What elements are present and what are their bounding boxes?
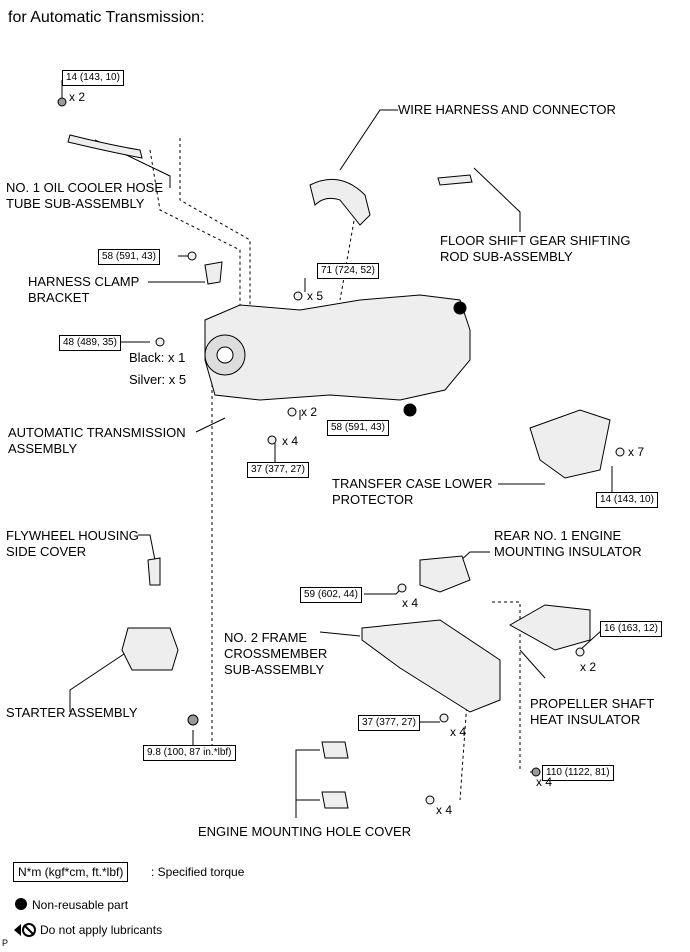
torque-spec: 58 (591, 43): [327, 420, 389, 436]
label-rear-mount-line1: REAR NO. 1 ENGINE: [494, 528, 622, 543]
torque-spec: 37 (377, 27): [358, 715, 420, 731]
legend-torque-desc: : Specified torque: [151, 865, 245, 879]
corner-mark: P: [2, 938, 9, 948]
torque-spec: 58 (591, 43): [98, 249, 160, 265]
label-harness-clamp-line2: BRACKET: [28, 290, 90, 305]
label-black-qty: Black: x 1: [129, 350, 186, 365]
torque-spec: 16 (163, 12): [600, 621, 662, 637]
label-harness-clamp-line1: HARNESS CLAMP: [28, 274, 140, 289]
quantity-label: x 5: [307, 289, 324, 303]
label-frame-cross-line3: SUB-ASSEMBLY: [224, 662, 325, 677]
label-auto-trans-line2: ASSEMBLY: [8, 441, 78, 456]
label-propeller-line2: HEAT INSULATOR: [530, 712, 641, 727]
page-title: for Automatic Transmission:: [8, 9, 205, 26]
torque-spec: 71 (724, 52): [317, 263, 379, 279]
label-starter: STARTER ASSEMBLY: [6, 705, 138, 720]
label-transfer-case-line2: PROTECTOR: [332, 492, 414, 507]
torque-spec: 14 (143, 10): [596, 492, 658, 508]
quantity-label: x 7: [628, 445, 645, 459]
torque-spec: 48 (489, 35): [59, 335, 121, 351]
legend-torque-unit: N*m (kgf*cm, ft.*lbf): [13, 862, 129, 882]
label-transfer-case-line1: TRANSFER CASE LOWER: [332, 476, 493, 491]
label-engine-hole-cover: ENGINE MOUNTING HOLE COVER: [198, 824, 412, 839]
label-propeller-line1: PROPELLER SHAFT: [530, 696, 655, 711]
label-flywheel-line2: SIDE COVER: [6, 544, 87, 559]
non-reusable-icon: [15, 898, 27, 910]
label-oil-cooler-line1: NO. 1 OIL COOLER HOSE: [6, 180, 164, 195]
label-rear-mount-line2: MOUNTING INSULATOR: [494, 544, 642, 559]
torque-spec: 14 (143, 10): [62, 70, 124, 86]
torque-spec: 9.8 (100, 87 in.*lbf): [143, 745, 236, 761]
quantity-label: x 2: [301, 405, 318, 419]
no-lubricant-icon: [14, 923, 36, 937]
legend-no-lubricant: Do not apply lubricants: [40, 923, 163, 937]
label-oil-cooler-line2: TUBE SUB-ASSEMBLY: [6, 196, 145, 211]
label-frame-cross-line1: NO. 2 FRAME: [224, 630, 308, 645]
quantity-label: x 4: [436, 803, 453, 817]
quantity-label: x 2: [69, 90, 86, 104]
label-flywheel-line1: FLYWHEEL HOUSING: [6, 528, 139, 543]
label-floor-shift-line1: FLOOR SHIFT GEAR SHIFTING: [440, 233, 631, 248]
quantity-label: x 2: [580, 660, 597, 674]
quantity-label: x 4: [402, 596, 419, 610]
torque-spec: 37 (377, 27): [247, 462, 309, 478]
label-silver-qty: Silver: x 5: [129, 372, 187, 387]
quantity-label: x 4: [450, 725, 467, 739]
quantity-label: x 4: [536, 775, 553, 789]
label-frame-cross-line2: CROSSMEMBER: [224, 646, 328, 661]
quantity-label: x 4: [282, 434, 299, 448]
legend-non-reusable: Non-reusable part: [32, 898, 129, 912]
label-floor-shift-line2: ROD SUB-ASSEMBLY: [440, 249, 573, 264]
torque-spec: 59 (602, 44): [300, 587, 362, 603]
label-wire-harness: WIRE HARNESS AND CONNECTOR: [398, 102, 616, 117]
torque-spec: 110 (1122, 81): [542, 765, 614, 781]
label-auto-trans-line1: AUTOMATIC TRANSMISSION: [8, 425, 186, 440]
